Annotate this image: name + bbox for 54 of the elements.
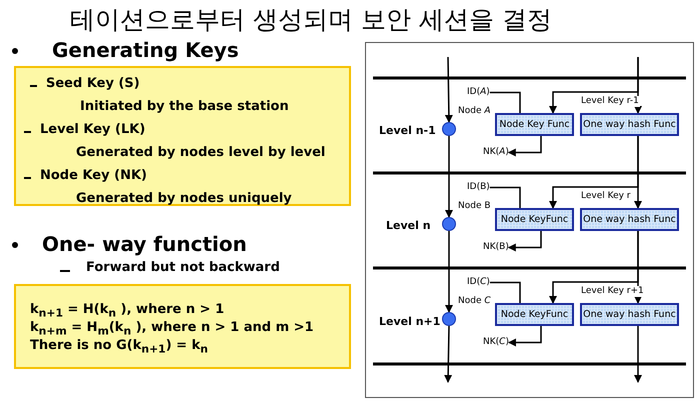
node-caption: Node A xyxy=(458,106,491,117)
sensor-node xyxy=(442,122,456,136)
key-name: Level Key (LK) xyxy=(40,122,146,137)
connector-arrow xyxy=(508,326,542,346)
node-key-label: NK(C) xyxy=(483,337,509,348)
sensor-node xyxy=(442,312,456,326)
connector-arrow xyxy=(549,231,639,304)
section-heading: Generating Keys xyxy=(52,38,239,62)
section-heading: One- way function xyxy=(42,232,247,256)
slide-title: 테이션으로부터 생성되며 보안 세션을 결정 xyxy=(70,4,552,36)
key-description: Generated by nodes uniquely xyxy=(76,191,292,206)
connector-arrow xyxy=(508,231,542,252)
key-description: Initiated by the base station xyxy=(80,99,289,114)
node-key-label: NK(A) xyxy=(483,147,509,158)
connector-arrow xyxy=(508,136,542,156)
edge-label: Level Key r-1 xyxy=(580,96,640,107)
formula-line: There is no G(k$_{n+1}$) = k$_{n}$ xyxy=(30,338,208,356)
connector-arrow xyxy=(445,136,453,218)
key-name: Node Key (NK) xyxy=(40,168,147,183)
function-box: Node KeyFunc xyxy=(495,208,574,231)
formula-line: k$_{n+m}$ = H$_{m}$(k$_{n}$ ), where n > 1 and m >1 xyxy=(30,320,314,338)
sensor-node xyxy=(442,217,456,231)
function-box: One way hash Func xyxy=(580,303,679,326)
function-box: Node Key Func xyxy=(495,113,574,136)
id-label: ID(B) xyxy=(467,182,490,193)
id-label: ID(C) xyxy=(467,277,490,288)
sub-point: Forward but not backward xyxy=(86,260,280,275)
node-caption: Node C xyxy=(458,296,491,307)
connector-arrow xyxy=(445,231,453,313)
connector-arrow xyxy=(490,282,521,303)
connector-arrow xyxy=(444,326,452,383)
level-label: Level n xyxy=(386,219,431,232)
function-box: Node KeyFunc xyxy=(495,303,574,326)
formula-line: k$_{n+1}$ = H(k$_{n}$ ), where n > 1 xyxy=(30,302,224,320)
id-label: ID(A) xyxy=(467,87,490,98)
connector-arrow xyxy=(490,92,521,113)
node-key-label: NK(B) xyxy=(483,242,509,253)
function-box: One way hash Func xyxy=(580,113,679,136)
function-box: One way hash Func xyxy=(580,208,679,231)
edge-label: Level Key r+1 xyxy=(580,286,645,297)
diagram-frame xyxy=(365,42,694,398)
connector-arrow xyxy=(549,57,639,114)
level-label: Level n+1 xyxy=(379,315,440,328)
key-name: Seed Key (S) xyxy=(46,76,140,91)
key-description: Generated by nodes level by level xyxy=(76,145,326,160)
node-caption: Node B xyxy=(458,201,491,212)
connector-arrow xyxy=(490,186,521,208)
formula-panel xyxy=(14,284,351,369)
edge-label: Level Key r xyxy=(580,191,632,202)
level-label: Level n-1 xyxy=(379,124,436,137)
connector-arrow xyxy=(549,136,639,209)
connector-arrow xyxy=(634,326,642,383)
definition-panel xyxy=(14,66,351,206)
connector-arrow xyxy=(444,56,453,123)
